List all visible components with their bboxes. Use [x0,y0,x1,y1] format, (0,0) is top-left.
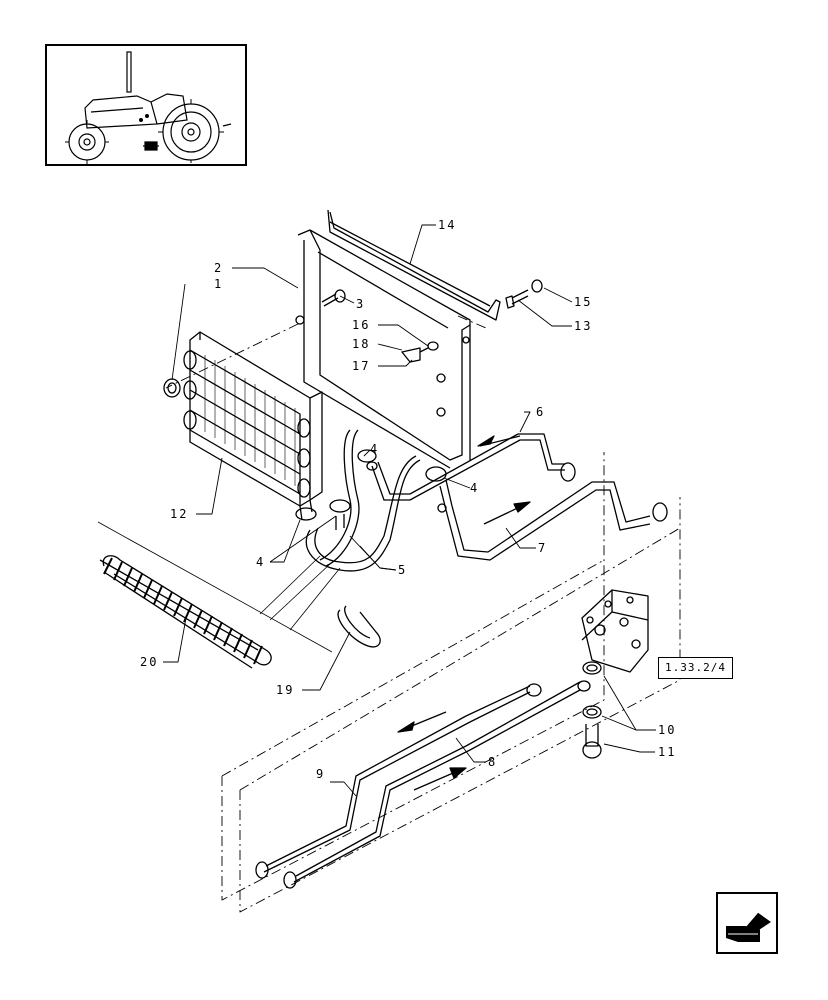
hose-5 [305,429,421,572]
callout-19: 19 [276,683,294,697]
sleeve-ribs [103,557,263,665]
callout-6: 6 [536,405,545,419]
callout-leaders [163,224,656,797]
callout-7: 7 [538,541,547,555]
callout-5: 5 [398,563,407,577]
flow-arrows [397,435,531,791]
page-reference-link[interactable]: 1.33.2/4 [658,657,733,679]
bolt-3 [321,289,346,307]
fitting-16-18 [401,341,439,363]
pipe-8 [283,680,591,889]
clip-19 [337,605,381,648]
callout-11: 11 [658,745,676,759]
tractor-thumbnail-icon [65,51,232,164]
clamp-4-low [295,499,351,530]
washers-10 [582,661,602,719]
banjo-bolt-11 [582,724,602,759]
callout-17: 17 [352,359,370,373]
back-arrow-icon [726,911,774,942]
callout-labels: 1 2 3 4 4 4 5 6 7 8 9 10 11 12 13 14 15 … [140,218,676,781]
callout-3: 3 [356,297,365,311]
callout-9: 9 [316,767,325,781]
callout-13: 13 [574,319,592,333]
support-bar [327,209,501,321]
sleeve-guide-lines [97,521,341,653]
cooler-frame [295,229,471,469]
back-navigation-button[interactable] [716,892,778,954]
callout-20: 20 [140,655,158,669]
callout-4-low: 4 [256,555,265,569]
callout-4-top: 4 [370,442,379,456]
fitting-13-15 [505,279,543,309]
callout-18: 18 [352,337,370,351]
pipe-9 [255,683,542,879]
callout-1: 1 [214,277,223,291]
assembly-boundary [165,315,681,913]
tractor-thumbnail [45,44,247,166]
callout-10: 10 [658,723,676,737]
corrugated-sleeve [99,555,272,669]
callout-16: 16 [352,318,370,332]
callout-14: 14 [438,218,456,232]
callout-12: 12 [170,507,188,521]
callout-4-mid: 4 [470,481,479,495]
cooler-fins [204,355,296,486]
pipe-6 [371,433,576,501]
callout-15: 15 [574,295,592,309]
control-valve-block [581,589,649,673]
clamp-4-top [357,449,378,471]
callout-2: 2 [214,261,223,275]
pipe-7 [437,479,668,561]
callout-8: 8 [488,755,497,769]
